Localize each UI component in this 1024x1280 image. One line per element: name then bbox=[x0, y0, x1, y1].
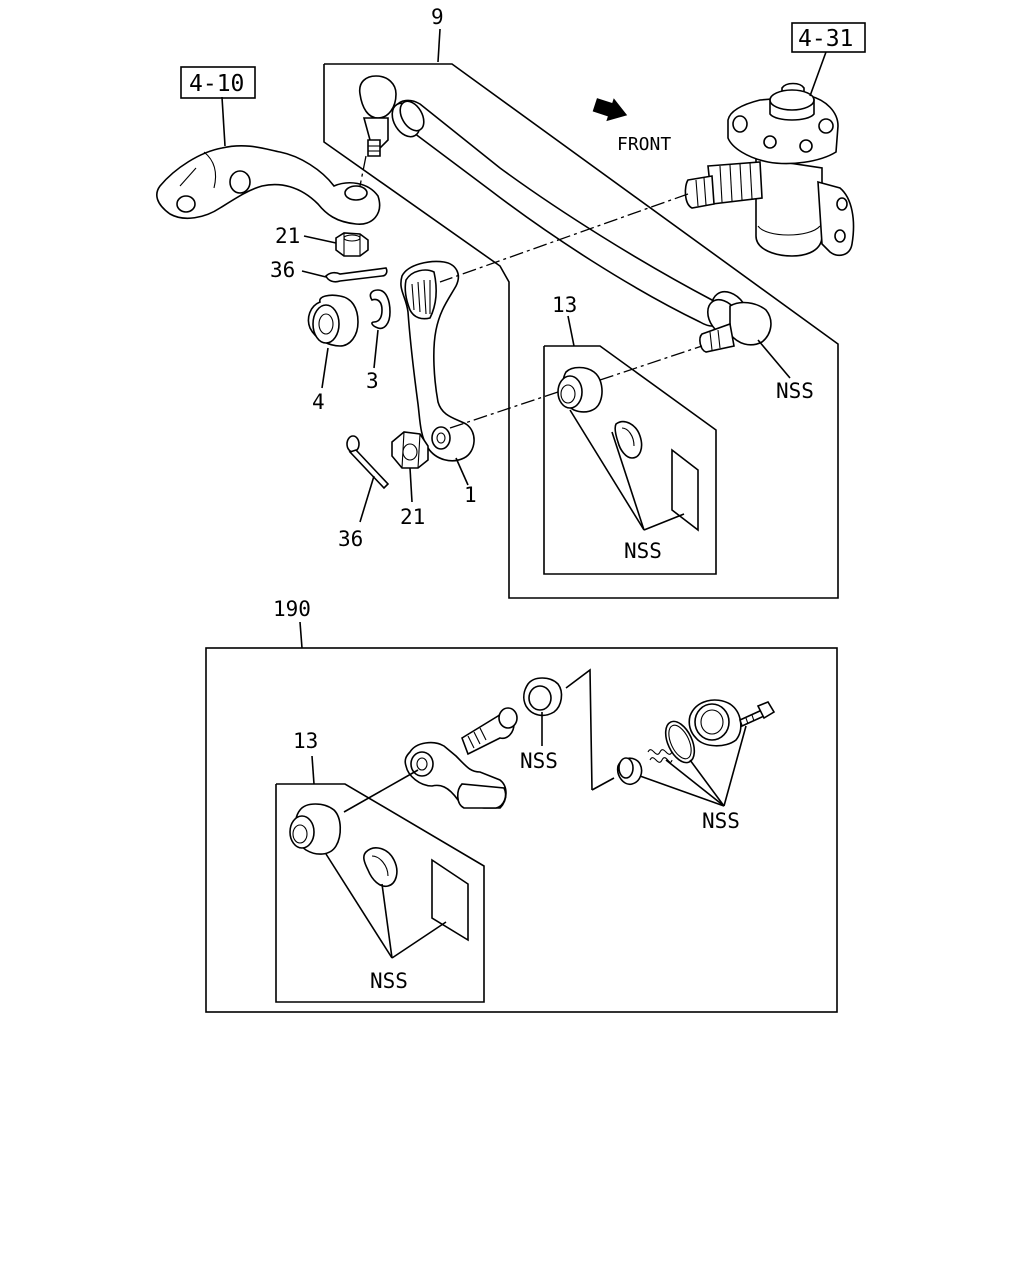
callout-3[interactable]: 3 bbox=[366, 369, 379, 393]
spring bbox=[647, 749, 673, 763]
end-cap bbox=[688, 699, 742, 747]
ref-box-4-10[interactable] bbox=[180, 66, 256, 99]
castle-nut-upper bbox=[335, 232, 369, 257]
callout-13-top[interactable]: 13 bbox=[552, 293, 577, 317]
steering-gear bbox=[684, 82, 855, 257]
cotter-pin-lower bbox=[346, 435, 390, 490]
snap-ring bbox=[369, 289, 391, 330]
ref-4-10-label[interactable]: 4-10 bbox=[189, 71, 244, 97]
callout-21-bottom[interactable]: 21 bbox=[400, 505, 425, 529]
group-9-outline bbox=[323, 63, 839, 599]
grease-fitting-bolt bbox=[739, 701, 776, 728]
dust-boot-top bbox=[557, 366, 603, 413]
castle-nut-lower bbox=[391, 431, 429, 469]
callout-nss-kit-bottom[interactable]: NSS bbox=[370, 969, 408, 993]
drag-link bbox=[358, 75, 772, 353]
callout-4[interactable]: 4 bbox=[312, 390, 325, 414]
grease-packet-top bbox=[671, 448, 699, 532]
tie-rod-end-housing bbox=[404, 741, 507, 809]
idler-arm bbox=[400, 260, 475, 462]
callout-13-bottom[interactable]: 13 bbox=[293, 729, 318, 753]
group-190-outline bbox=[205, 647, 838, 1013]
callout-1[interactable]: 1 bbox=[464, 483, 477, 507]
ring-clip-top bbox=[614, 420, 643, 459]
cotter-pin-upper bbox=[325, 267, 388, 283]
ref-4-31-label[interactable]: 4-31 bbox=[798, 26, 853, 52]
bushing bbox=[307, 294, 359, 347]
callout-nss-tie-rod-end[interactable]: NSS bbox=[776, 379, 814, 403]
arrow-icon bbox=[592, 98, 628, 122]
grease-packet-bottom bbox=[431, 858, 469, 942]
callout-21-top[interactable]: 21 bbox=[275, 224, 300, 248]
callout-36-top[interactable]: 36 bbox=[270, 258, 295, 282]
callout-190[interactable]: 190 bbox=[273, 597, 311, 621]
o-ring bbox=[664, 720, 696, 764]
callout-9[interactable]: 9 bbox=[431, 5, 444, 29]
callout-nss-seals[interactable]: NSS bbox=[702, 809, 740, 833]
callout-36-bottom[interactable]: 36 bbox=[338, 527, 363, 551]
spring-seat bbox=[616, 757, 643, 786]
callout-nss-kit-top[interactable]: NSS bbox=[624, 539, 662, 563]
front-label: FRONT bbox=[617, 134, 671, 155]
ring-clip-bottom bbox=[363, 847, 398, 888]
kit-13-bottom-outline bbox=[275, 783, 485, 1003]
callout-nss-boot[interactable]: NSS bbox=[520, 749, 558, 773]
ball-stud bbox=[461, 707, 518, 756]
ref-box-4-31[interactable] bbox=[791, 22, 866, 53]
boot-cap bbox=[523, 677, 563, 717]
dust-boot-bottom bbox=[289, 803, 342, 855]
kit-13-top-outline bbox=[543, 345, 717, 575]
pitman-arm bbox=[156, 145, 381, 225]
